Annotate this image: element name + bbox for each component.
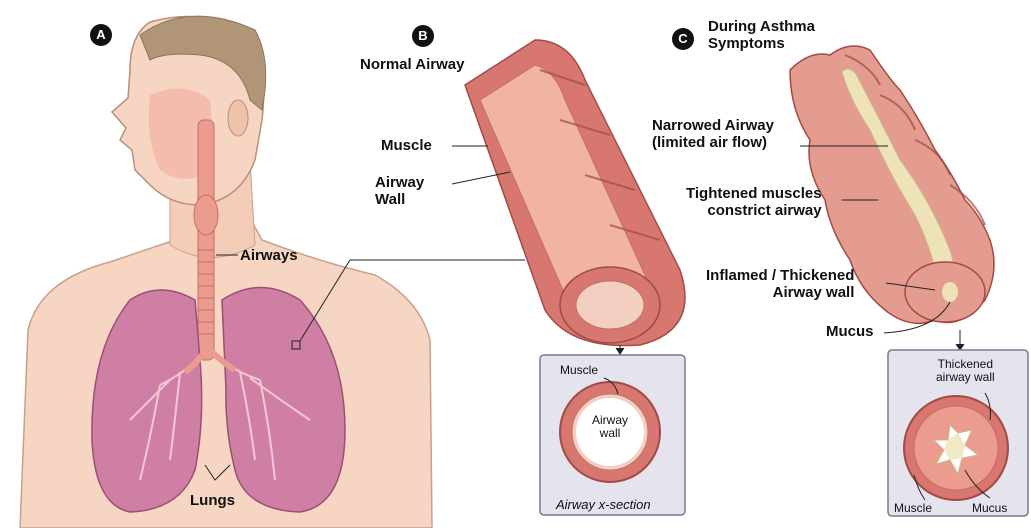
- panel-b-illustration: [452, 40, 685, 515]
- airways-label: Airways: [240, 247, 298, 264]
- asthma-title-line-2: Symptoms: [708, 35, 785, 52]
- ear: [228, 100, 248, 136]
- airway-wall-label-line-1: Airway: [375, 174, 424, 191]
- xsection-caption: Airway x-section: [556, 496, 651, 513]
- larynx: [194, 195, 218, 235]
- panel-c-badge: C: [672, 28, 694, 50]
- lungs-label: Lungs: [190, 492, 235, 509]
- trachea: [198, 120, 214, 360]
- inset-airway-wall-line-2: wall: [600, 426, 621, 440]
- mucus-label: Mucus: [826, 323, 874, 340]
- airway-wall-label: Airway Wall: [375, 174, 424, 208]
- airway-wall-label-line-2: Wall: [375, 191, 405, 208]
- inflamed-line-2: Airway wall: [773, 284, 855, 301]
- narrowed-airway-label: Narrowed Airway (limited air flow): [652, 117, 774, 151]
- normal-airway-title: Normal Airway: [360, 56, 464, 73]
- asthma-title: During Asthma Symptoms: [708, 18, 815, 52]
- inset-c-muscle-label: Muscle: [894, 502, 932, 515]
- panel-a-badge: A: [90, 24, 112, 46]
- inset-airway-wall-line-1: Airway: [592, 413, 628, 427]
- inset-thickened-line-1: Thickened: [938, 357, 993, 371]
- inset-airway-wall-label: Airway wall: [592, 414, 628, 440]
- narrowed-line-1: Narrowed Airway: [652, 117, 774, 134]
- inflamed-line-1: Inflamed / Thickened: [706, 267, 854, 284]
- tightened-line-2: constrict airway: [707, 202, 821, 219]
- narrowed-line-2: (limited air flow): [652, 134, 767, 151]
- inset-thickened-label: Thickened airway wall: [936, 358, 995, 384]
- asthma-title-line-1: During Asthma: [708, 18, 815, 35]
- inflamed-wall-label: Inflamed / Thickened Airway wall: [706, 267, 854, 301]
- muscle-label: Muscle: [381, 137, 432, 154]
- tightened-line-1: Tightened muscles: [686, 185, 822, 202]
- inset-muscle-label: Muscle: [560, 364, 598, 377]
- inset-thickened-line-2: airway wall: [936, 370, 995, 384]
- panel-b-badge: B: [412, 25, 434, 47]
- panel-a-illustration: [20, 16, 525, 528]
- tightened-muscles-label: Tightened muscles constrict airway: [686, 185, 822, 219]
- inset-c-mucus-label: Mucus: [972, 502, 1007, 515]
